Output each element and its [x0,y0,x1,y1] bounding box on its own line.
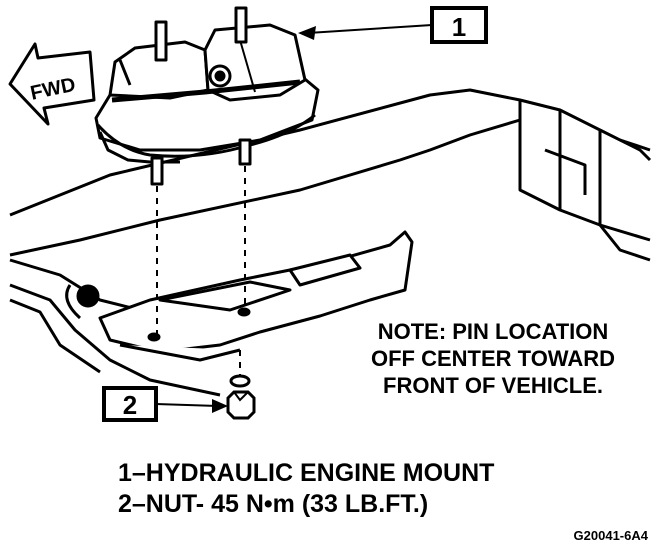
arrow-head-icon [298,26,316,40]
forward-direction-indicator: FWD [8,42,96,126]
note-line-3: FRONT OF VEHICLE. [383,373,603,398]
nut [226,374,256,420]
mount-bracket [98,230,414,362]
note-line-1: NOTE: PIN LOCATION [377,319,609,344]
callout-2-number: 2 [123,390,137,420]
legend-item-1: 1–HYDRAULIC ENGINE MOUNT [118,459,495,487]
washer [229,374,251,388]
figure-code: G20041-6A4 [573,528,648,543]
parts-legend: 1–HYDRAULIC ENGINE MOUNT 2–NUT- 45 N•m (… [118,458,494,520]
hydraulic-engine-mount [94,6,320,186]
callout-2: 2 [102,386,228,422]
frame-crossmember [9,88,652,397]
pin-location-note: NOTE: PIN LOCATION OFF CENTER TOWARD FRO… [338,318,648,399]
forward-arrow-icon [8,42,96,126]
arrow-head-icon [212,399,228,413]
legend-item-2: 2–NUT- 45 N•m (33 LB.FT.) [118,490,429,518]
callout-1-number: 1 [452,12,466,42]
callout-1: 1 [298,6,488,44]
alignment-lines [156,166,246,375]
note-line-2: OFF CENTER TOWARD [370,346,616,371]
